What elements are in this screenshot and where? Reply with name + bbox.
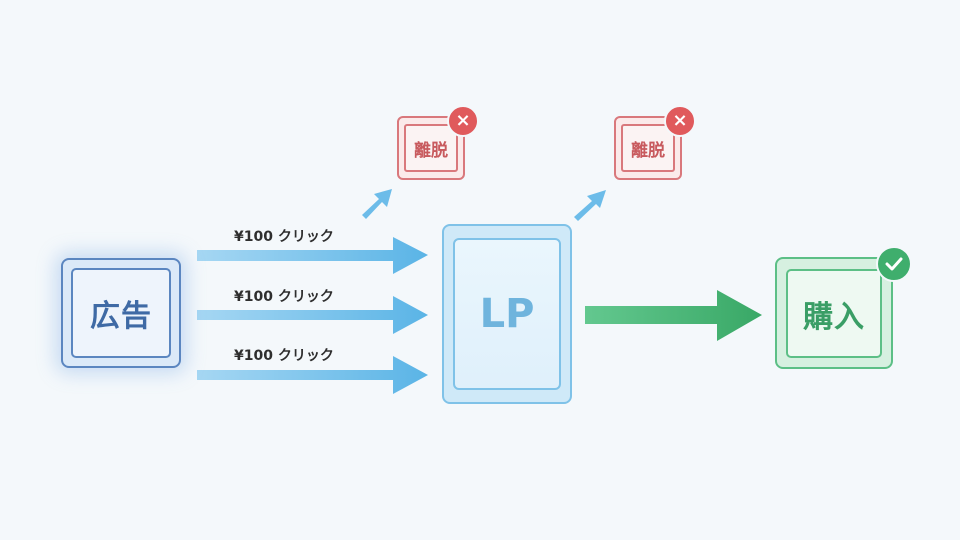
click-arrow-3 xyxy=(197,356,428,394)
exit-label-1: 離脱 xyxy=(414,140,448,161)
purchase-arrow xyxy=(585,290,762,341)
check-icon xyxy=(876,246,912,282)
ad-node-inner: 広告 xyxy=(71,268,171,358)
ad-node: 広告 xyxy=(61,258,181,368)
click-arrow-2 xyxy=(197,296,428,334)
exit-node-2-inner: 離脱 xyxy=(621,124,675,172)
ad-label: 広告 xyxy=(90,299,152,334)
check-glyph xyxy=(885,257,903,271)
purchase-node-inner: 購入 xyxy=(786,269,882,358)
click-arrow-1 xyxy=(197,237,428,274)
close-icon: × xyxy=(664,105,696,137)
click-label-3: ¥100 クリック xyxy=(234,348,334,364)
exit-arrow-2 xyxy=(574,190,606,221)
close-icon: × xyxy=(447,105,479,137)
exit-node-1-inner: 離脱 xyxy=(404,124,458,172)
lp-node: LP xyxy=(442,224,572,404)
lp-node-inner: LP xyxy=(453,238,561,390)
exit-arrow-1 xyxy=(362,189,392,219)
click-label-1: ¥100 クリック xyxy=(234,229,334,245)
purchase-node: 購入 xyxy=(775,257,893,369)
purchase-label: 購入 xyxy=(803,299,865,335)
click-label-2: ¥100 クリック xyxy=(234,289,334,305)
lp-label: LP xyxy=(479,291,535,337)
exit-label-2: 離脱 xyxy=(631,140,665,161)
